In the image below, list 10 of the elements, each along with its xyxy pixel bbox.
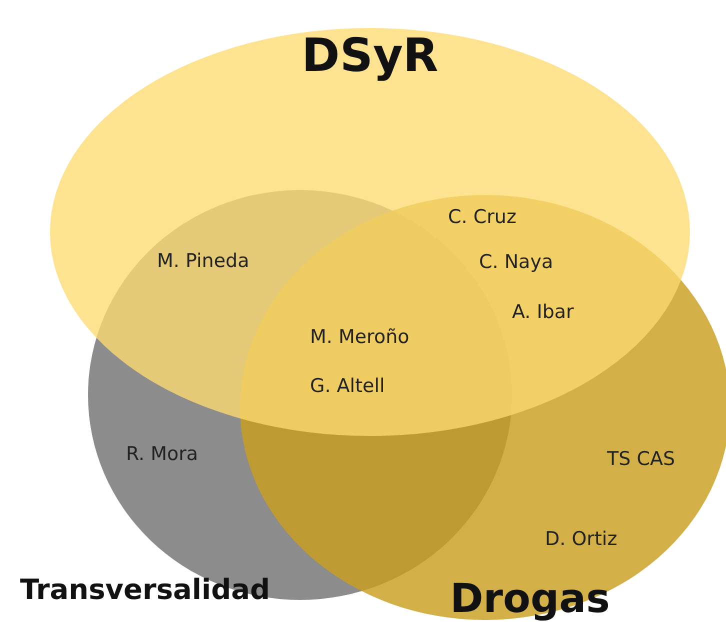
member-name: D. Ortiz bbox=[545, 530, 618, 549]
member-name: A. Ibar bbox=[512, 303, 574, 322]
member-name: C. Cruz bbox=[448, 208, 516, 227]
member-name: R. Mora bbox=[126, 445, 198, 464]
member-name: C. Naya bbox=[479, 253, 554, 272]
member-name: G. Altell bbox=[310, 377, 385, 396]
set-title: Transversalidad bbox=[20, 576, 270, 604]
member-name: TS CAS bbox=[607, 450, 676, 469]
member-name: M. Meroño bbox=[310, 328, 410, 347]
member-name: M. Pineda bbox=[157, 252, 250, 271]
